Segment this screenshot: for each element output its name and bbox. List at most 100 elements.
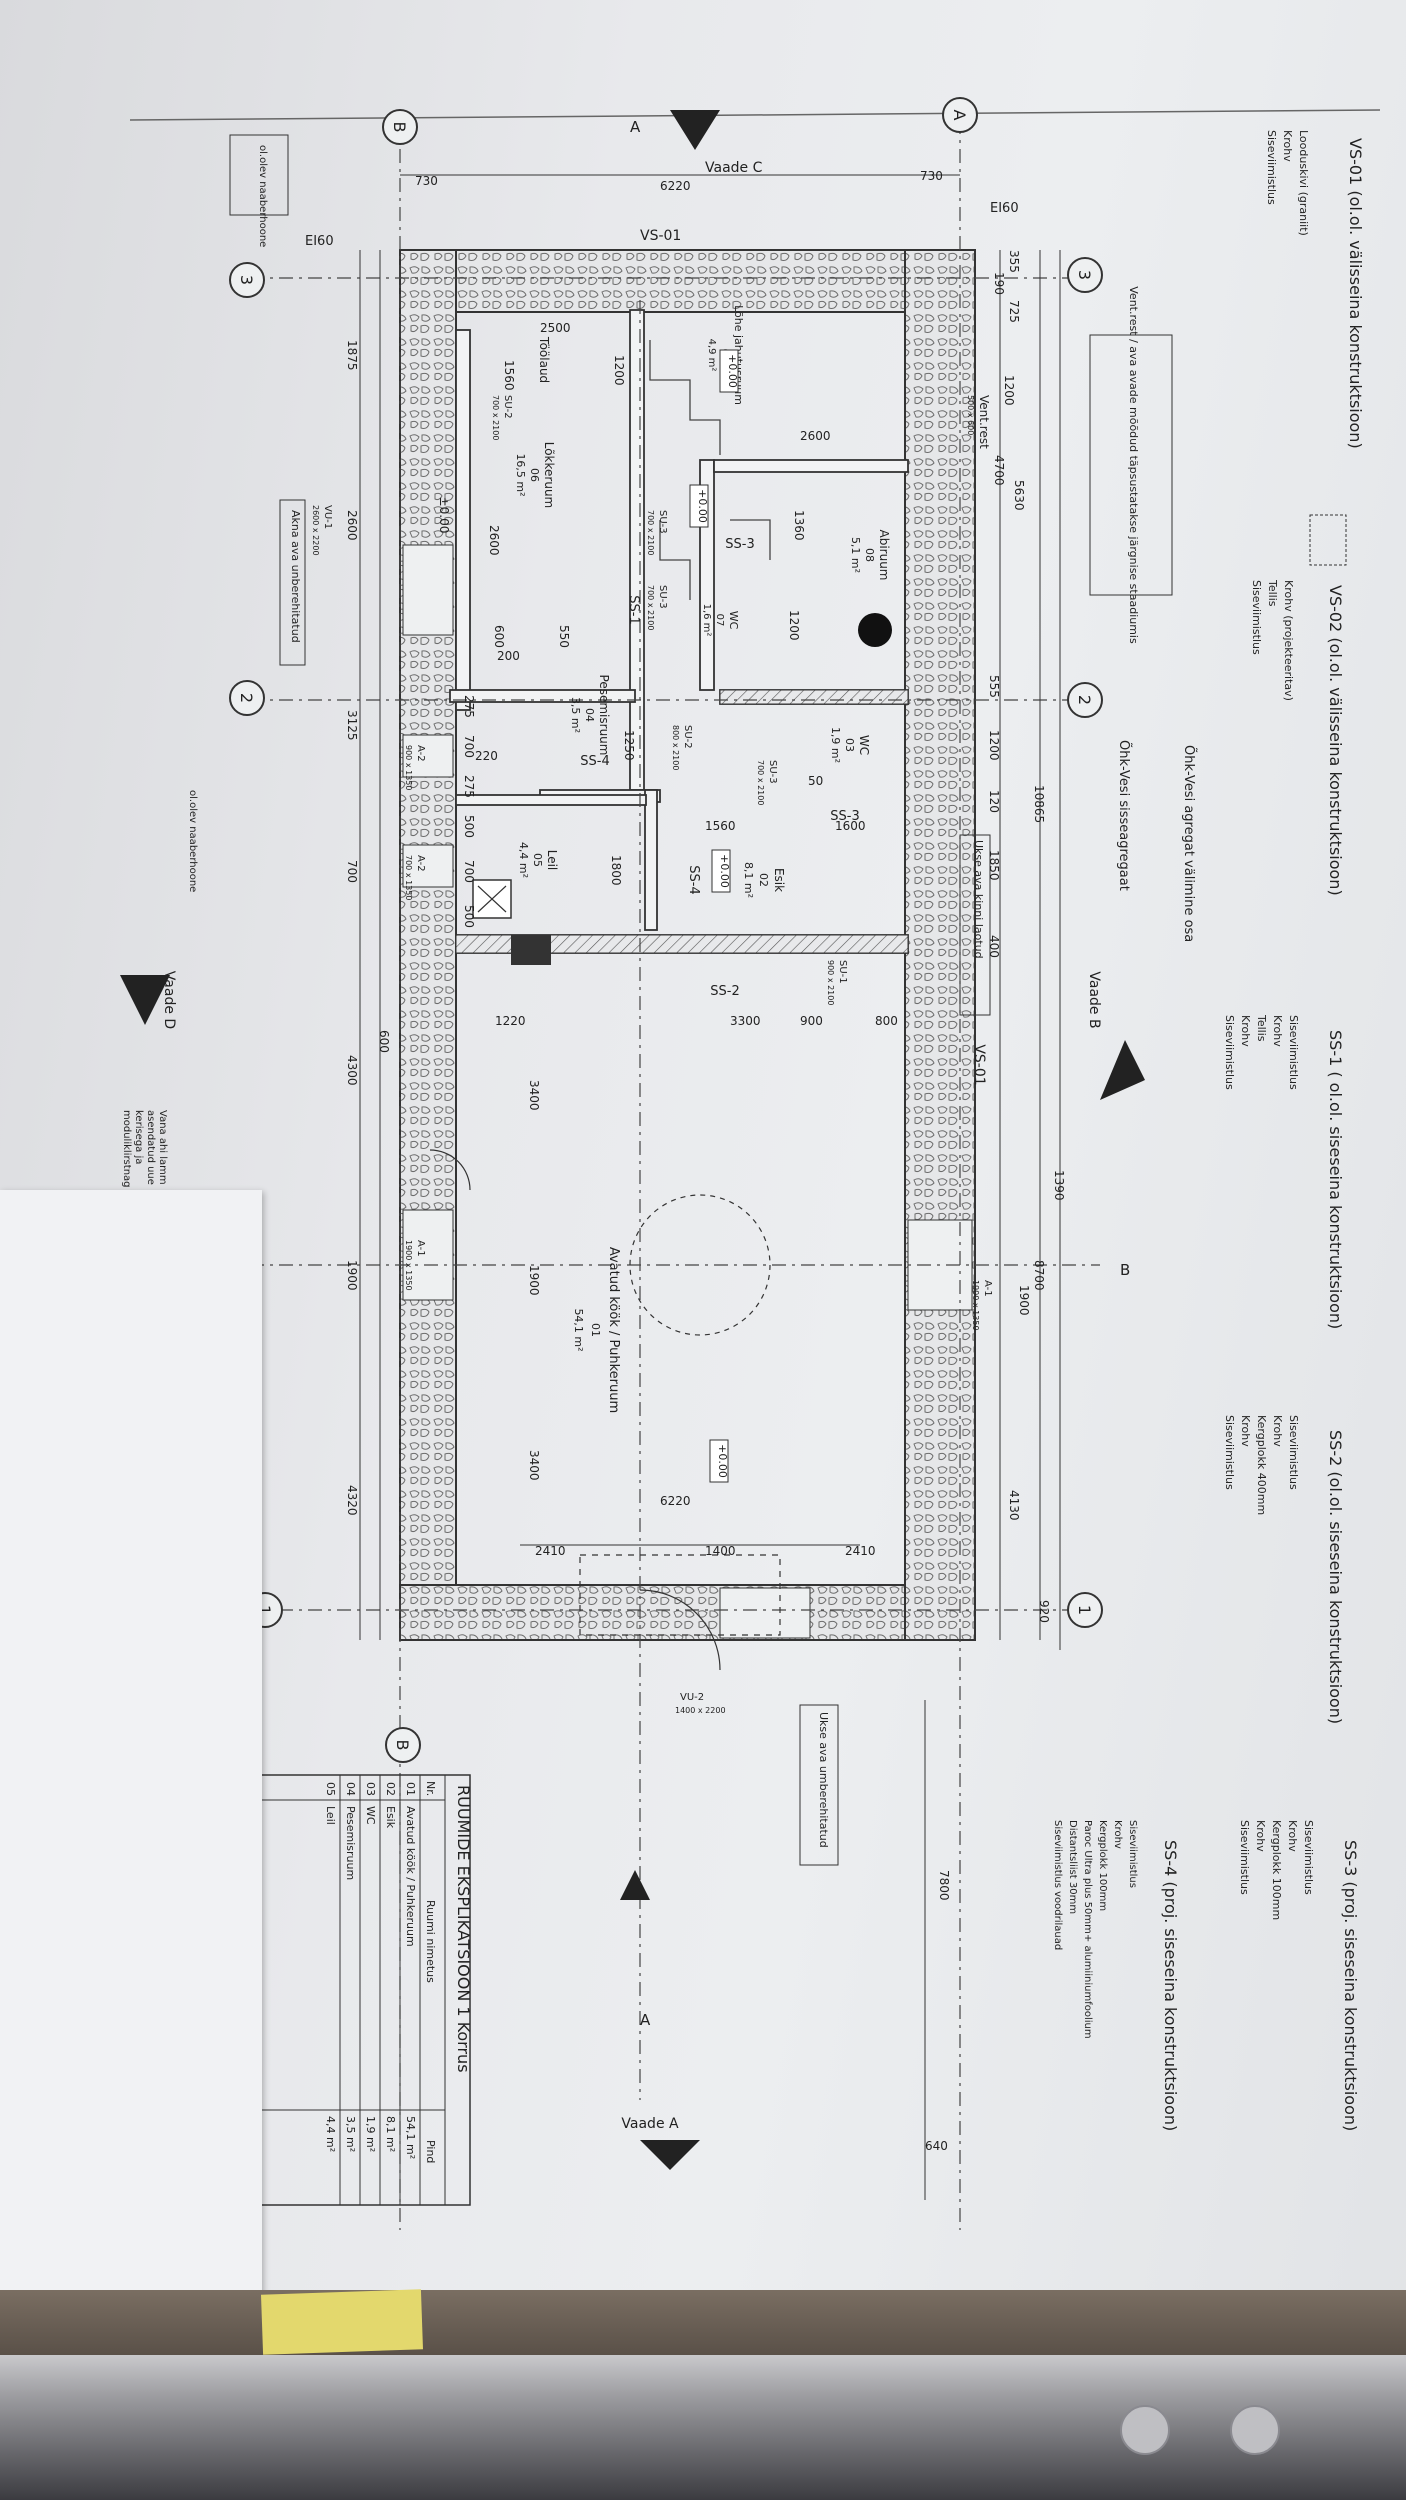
legend-ss1-l3: Tellis <box>1255 1014 1268 1042</box>
legend-ss4-l2: Krohv <box>1112 1820 1123 1849</box>
dim-120: 120 <box>987 790 1001 813</box>
room-04-no: 04 <box>583 708 596 722</box>
dim-1220: 1220 <box>495 1014 526 1028</box>
room-01-no: 01 <box>589 1323 602 1337</box>
legend-ss1-l5: Siseviimistlus <box>1223 1015 1236 1090</box>
callout-akna-ava: Akna ava unberehitatud <box>289 510 302 643</box>
opening-su3b-tag: SU-3 <box>657 585 668 609</box>
table-row-3-name: WC <box>364 1806 377 1825</box>
dim-2500: 2500 <box>540 321 571 335</box>
dim-920: 920 <box>1037 1600 1051 1623</box>
dim-190: 190 <box>992 272 1006 295</box>
callout-ohk-agregaat: Õhk-Vesi agregat välimine osa <box>1181 745 1197 942</box>
dim-1250: 1250 <box>622 730 636 761</box>
legend-vs01-l2: Krohv <box>1281 130 1294 162</box>
legend-ss3-l5: Siseviimistlus <box>1238 1820 1251 1895</box>
dim-3125: 3125 <box>345 710 359 741</box>
table-header-area: Pind <box>424 2140 437 2163</box>
legend-vs02-l1: Krohv (projekteeritav) <box>1282 580 1295 701</box>
dim-700a: 700 <box>345 860 359 883</box>
room-08-area: 5,1 m² <box>849 537 862 573</box>
view-d-label: Vaade D <box>161 971 177 1029</box>
wall-tag-vs01-right: VS-01 <box>971 1044 987 1085</box>
table-header-name: Ruumi nimetus <box>424 1900 437 1983</box>
dim-3400b: 3400 <box>527 1450 541 1481</box>
legend-vs01-l1: Looduskivi (graniit) <box>1297 130 1310 236</box>
table-row-2-nr: 02 <box>384 1782 397 1796</box>
legend-ss3-title: SS-3 (proj. siseseina konstruktsioon) <box>1341 1840 1360 2131</box>
callout-uks-ava: Ukse ava umberehitatud <box>817 1712 830 1848</box>
legend-ss4-title: SS-4 (proj. siseseina konstruktsioon) <box>1161 1840 1180 2131</box>
table-row-4-nr: 04 <box>344 1782 357 1796</box>
axis-label-b-top: B <box>390 122 409 133</box>
legend-ss2-l1: Siseviimistlus <box>1287 1415 1300 1490</box>
callout-naaber-2: ol.olev naaberhoone <box>187 790 198 892</box>
dim-730a: 730 <box>415 174 438 188</box>
wall-tag-ei60a: EI60 <box>990 201 1019 216</box>
dim-275b: 275 <box>462 775 476 798</box>
callouts: Vent.rest / ava avade mõõdud täpsustatak… <box>121 134 1197 1866</box>
legend-ss2-l3: Kergplokk 400mm <box>1255 1415 1268 1515</box>
legend-vs02-l3: Siseviimistlus <box>1250 580 1263 655</box>
opening-vu1-size: 2600 x 2200 <box>311 505 320 556</box>
exterior-walls <box>399 249 976 1641</box>
dim-2600b: 2600 <box>487 525 501 556</box>
opening-su1-size: 900 x 2100 <box>826 960 835 1005</box>
laptop-edge <box>0 2355 1406 2500</box>
legend-vs01-title: VS-01 (ol.ol. välissein­a konstruktsioon… <box>1346 138 1365 449</box>
table-row-5-nr: 05 <box>324 1782 337 1796</box>
room-01-name: Avatud köök / Puhkeruum <box>606 1247 621 1413</box>
opening-a2b-size: 700 x 1350 <box>404 855 413 900</box>
dim-6220a: 6220 <box>660 179 691 193</box>
room-08-no: 08 <box>863 548 876 562</box>
dim-50: 50 <box>808 774 823 788</box>
opening-su3b-size: 700 x 2100 <box>646 585 655 630</box>
dim-1900c: 1900 <box>527 1265 541 1296</box>
legend-ss4-l3: Kergplokk 100mm <box>1097 1820 1108 1911</box>
opening-vu2-size: 1400 x 2200 <box>675 1706 726 1715</box>
legend-ss1-l4: Krohv <box>1239 1015 1252 1047</box>
dim-1400: 1400 <box>705 1544 736 1558</box>
toolaud-label: Töölaud <box>537 336 551 383</box>
dim-10865: 10865 <box>1032 785 1046 823</box>
legend-ss1-title: SS-1 ( ol.ol. siseseina konstruktsioon) <box>1326 1030 1345 1329</box>
level-mark-1: +0.00 <box>726 354 739 388</box>
legend-ss4-l5: Distantsliist 30mm <box>1067 1820 1078 1914</box>
room-06-name: Lõkkeruum <box>542 442 556 509</box>
dim-4300: 4300 <box>345 1055 359 1086</box>
room-09-area: 4,9 m² <box>706 339 717 372</box>
callout-ventrest-size: 500 x 600 <box>966 395 975 435</box>
room-07-name: WC <box>727 611 740 630</box>
opening-su2a-size: 700 x 2100 <box>491 395 500 440</box>
legend-ss2-l5: Siseviimistlus <box>1223 1415 1236 1490</box>
dim-2410b: 2410 <box>845 1544 876 1558</box>
room-03-name: WC <box>857 735 871 755</box>
dimension-labels: 730 6220 730 6220 1390 10865 5630 4700 8… <box>345 169 1066 2153</box>
legend-ss4-l6: Siseviimistlus voodrilauad <box>1052 1820 1063 1950</box>
wall-tag-ss4a: SS-4 <box>580 754 609 769</box>
opening-tags: A-1 1900 x 1350 A-1 1900 x 1350 A-2 900 … <box>311 395 993 1715</box>
dim-3300: 3300 <box>730 1014 761 1028</box>
laptop-button <box>1120 2405 1170 2455</box>
dim-7800: 7800 <box>937 1870 951 1901</box>
opening-su3a-size: 700 x 2100 <box>646 510 655 555</box>
wall-tag-ss2: SS-2 <box>710 984 739 999</box>
axis-label-3b: 3 <box>237 275 256 285</box>
wall-tag-vs01-top: VS-01 <box>640 228 681 244</box>
legend-ss3-l2: Krohv <box>1286 1820 1299 1852</box>
dim-2600c: 2600 <box>345 510 359 541</box>
dim-725: 725 <box>1007 300 1021 323</box>
table-row-2-name: Esik <box>384 1806 397 1829</box>
dim-900: 900 <box>800 1014 823 1028</box>
view-markers <box>120 110 1145 2170</box>
dim-1200c: 1200 <box>612 355 626 386</box>
dim-1900b: 1900 <box>345 1260 359 1291</box>
level-mark-5: ±0.00 <box>437 497 451 534</box>
wall-tag-ss3b: SS-3 <box>830 809 859 824</box>
dim-500b: 500 <box>462 905 476 928</box>
frame-line <box>129 109 1381 121</box>
opening-a2a-tag: A-2 <box>415 745 426 762</box>
dim-640: 640 <box>925 2139 948 2153</box>
dim-1390: 1390 <box>1052 1170 1066 1201</box>
callout-ohk-sisse: Õhk-Vesi sisseagregaat <box>1116 740 1132 891</box>
